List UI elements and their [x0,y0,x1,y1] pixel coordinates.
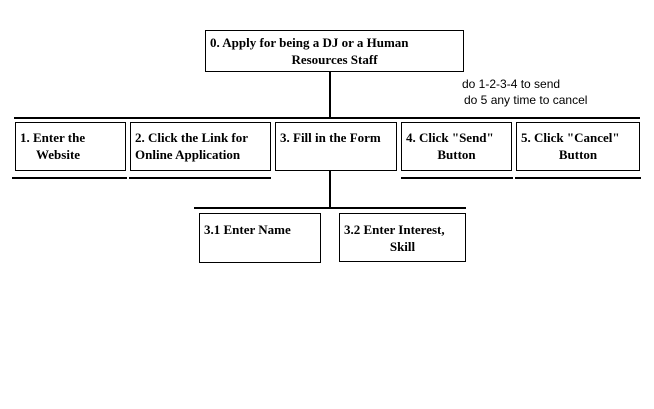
step-4-line1: 4. Click "Send" [406,130,494,145]
note-text: do 1-2-3-4 to send do 5 any time to canc… [462,76,587,108]
root-node-line2: Resources Staff [291,52,378,67]
substep-3-2-line1: 3.2 Enter Interest, [344,222,445,237]
step-1-underline [12,177,127,179]
step-1-line1: 1. Enter the [20,130,86,145]
note-line2: do 5 any time to cancel [464,93,588,107]
step-5-underline [515,177,641,179]
note-line1: do 1-2-3-4 to send [462,77,561,91]
step-1-line2: Website [36,147,81,162]
substep-3-2-line2: Skill [389,239,416,254]
substep-3-1-line1: 3.1 Enter Name [204,222,291,237]
step-3-node: 3. Fill in the Form [275,122,397,171]
step-5-line1: 5. Click "Cancel" [521,130,620,145]
substep-3-2-node: 3.2 Enter Interest, Skill [339,213,466,262]
step-2-line1: 2. Click the Link for [135,130,249,145]
root-node: 0. Apply for being a DJ or a Human Resou… [205,30,464,72]
step-2-underline [129,177,271,179]
root-node-line1: 0. Apply for being a DJ or a Human [210,35,409,50]
step-4-node: 4. Click "Send" Button [401,122,512,171]
main-horizontal-bar [14,117,640,119]
step-4-underline [401,177,513,179]
step-3-line1: 3. Fill in the Form [280,130,381,145]
step-2-line2: Online Application [135,147,241,162]
step-3-connector [329,171,331,208]
sub-horizontal-bar [194,207,466,209]
substep-3-1-node: 3.1 Enter Name [199,213,321,263]
step-2-node: 2. Click the Link for Online Application [130,122,271,171]
step-4-line2: Button [437,147,476,162]
step-1-node: 1. Enter the Website [15,122,126,171]
step-5-line2: Button [558,147,598,162]
step-5-node: 5. Click "Cancel" Button [516,122,640,171]
root-connector [329,72,331,118]
